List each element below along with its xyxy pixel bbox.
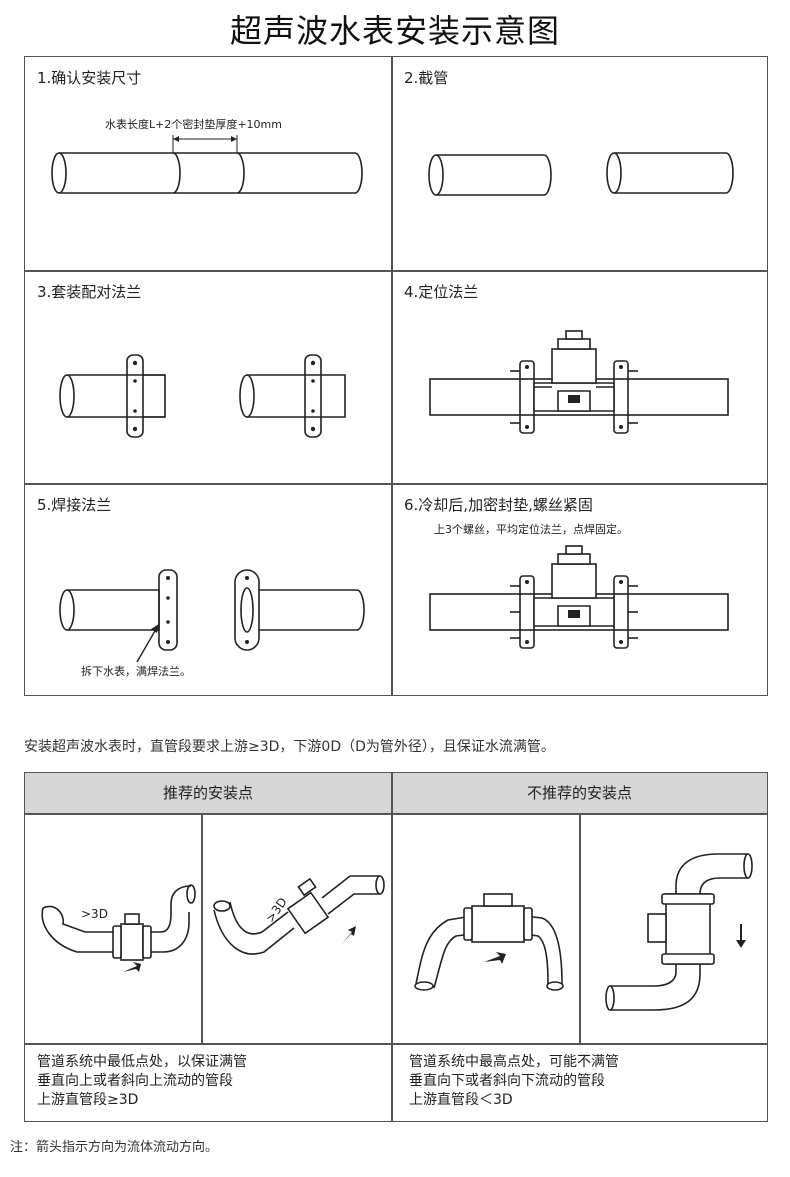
grid-divider-vertical (391, 57, 393, 695)
recommended-upward-illustration (213, 875, 385, 955)
step-5-panel: 5.焊接法兰 拆下水表，满焊法兰。 (25, 484, 391, 697)
flow-direction-footnote: 注：箭头指示方向为流体流动方向。 (10, 1140, 219, 1155)
recommended-description: 管道系统中最低点处，以保证满管 垂直向上或者斜向上流动的管段 上游直管段≥3D (37, 1053, 247, 1110)
step-2-label: 2.截管 (404, 69, 449, 87)
recommended-desc-line-1: 管道系统中最低点处，以保证满管 (37, 1054, 247, 1070)
table-divider-right (579, 813, 581, 1043)
cut-pipe-illustration (428, 152, 734, 196)
recommended-desc-line-2: 垂直向上或者斜向上流动的管段 (37, 1073, 233, 1089)
not-recommended-desc-line-1: 管道系统中最高点处，可能不满管 (409, 1054, 619, 1070)
fit-flanges-illustration (59, 354, 346, 438)
not-recommended-downward-illustration (605, 853, 753, 1011)
step-6-label: 6.冷却后,加密封垫,螺丝紧固 (404, 496, 593, 514)
step-1-annotation: 水表长度L+2个密封垫厚度+10mm (105, 118, 282, 131)
installation-points-table: 推荐的安装点 不推荐的安装点 >3D >3D (24, 772, 768, 1122)
step-5-annotation: 拆下水表，满焊法兰。 (81, 665, 191, 678)
step-1-label: 1.确认安装尺寸 (37, 69, 142, 87)
recommended-desc-line-3: 上游直管段≥3D (37, 1092, 139, 1108)
step-4-panel: 4.定位法兰 (392, 271, 758, 536)
recommended-header: 推荐的安装点 (25, 773, 391, 813)
step-2-panel: 2.截管 (392, 57, 758, 270)
recommended-3d-mark-1: >3D (81, 907, 108, 921)
not-recommended-desc-line-3: 上游直管段＜3D (409, 1092, 513, 1108)
step-1-panel: 1.确认安装尺寸 水表长度L+2个密封垫厚度+10mm (25, 57, 391, 270)
not-recommended-highpoint-illustration (414, 893, 564, 991)
straight-pipe-requirement-note: 安装超声波水表时，直管段要求上游≥3D，下游0D（D为管外径），且保证水流满管。 (24, 739, 555, 755)
table-divider-left (201, 813, 203, 1043)
table-header-line (25, 813, 767, 815)
not-recommended-description: 管道系统中最高点处，可能不满管 垂直向下或者斜向下流动的管段 上游直管段＜3D (409, 1053, 619, 1110)
table-divider-vertical (391, 773, 393, 1121)
position-flanges-illustration (429, 330, 729, 434)
step-6-panel: 6.冷却后,加密封垫,螺丝紧固 (392, 484, 758, 697)
weld-flanges-illustration (59, 569, 365, 663)
not-recommended-header: 不推荐的安装点 (392, 773, 767, 813)
fasten-meter-illustration (429, 545, 729, 649)
grid-divider-1 (25, 270, 767, 272)
step-4-annotation: 上3个螺丝，平均定位法兰，点焊固定。 (434, 523, 628, 536)
installation-steps-grid: 1.确认安装尺寸 水表长度L+2个密封垫厚度+10mm 2.截管 (24, 56, 768, 696)
page-title: 超声波水表安装示意图 (229, 12, 560, 50)
grid-divider-2 (25, 483, 767, 485)
recommended-lowpoint-illustration (41, 884, 196, 972)
step-4-label: 4.定位法兰 (404, 283, 479, 301)
step-5-label: 5.焊接法兰 (37, 496, 112, 514)
table-desc-line (25, 1043, 767, 1045)
step-3-label: 3.套装配对法兰 (37, 283, 142, 301)
step-3-panel: 3.套装配对法兰 (25, 271, 391, 484)
measure-pipe-illustration (51, 135, 363, 194)
not-recommended-desc-line-2: 垂直向下或者斜向下流动的管段 (409, 1073, 605, 1089)
